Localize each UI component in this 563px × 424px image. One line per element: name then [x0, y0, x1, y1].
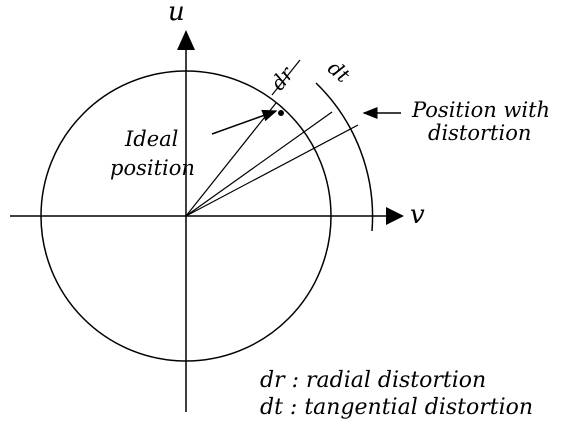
middle-radial-line — [185, 111, 333, 217]
ideal-circle — [40, 70, 332, 362]
legend-radial: dr : radial distortion — [260, 368, 486, 393]
horizontal-axis-arrow — [386, 207, 404, 225]
ideal-position-arrow — [211, 109, 278, 135]
dt-label: dt — [323, 56, 355, 88]
dr-bracket — [271, 59, 301, 96]
dr-label: dr — [266, 61, 300, 95]
axis-label-u: u — [168, 0, 185, 27]
ideal-point — [278, 110, 284, 116]
ideal-label-line1: Ideal — [124, 127, 178, 151]
distorted-radial-line — [185, 124, 359, 217]
ideal-radial-line — [185, 102, 277, 217]
vertical-axis-arrow — [177, 30, 195, 50]
axis-label-v: v — [410, 200, 425, 230]
distortion-arc — [315, 82, 374, 232]
legend-tangential: dt : tangential distortion — [260, 395, 533, 420]
distortion-label-line2: distortion — [428, 121, 531, 145]
ideal-label-line2: position — [110, 156, 195, 180]
distortion-label-line1: Position with — [411, 98, 550, 122]
